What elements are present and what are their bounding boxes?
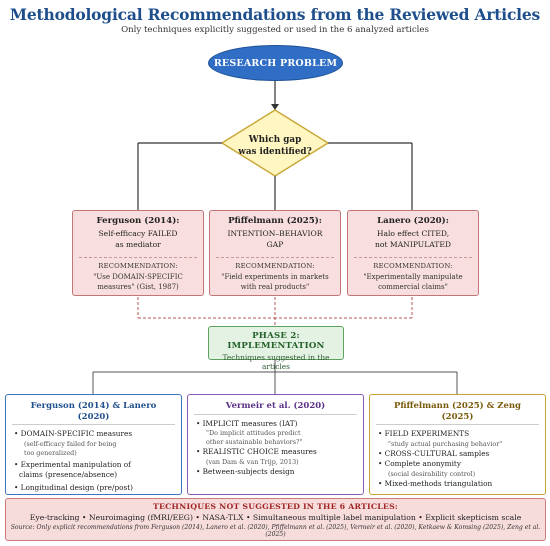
recommendation-label: RECOMMENDATION: <box>98 262 178 270</box>
problem-divider <box>216 257 334 258</box>
phase-2-box: PHASE 2: IMPLEMENTATION Techniques sugge… <box>208 326 344 371</box>
technique-item: • IMPLICIT measures (IAT) <box>196 418 298 428</box>
problem-divider <box>79 257 197 258</box>
technique-item: • Complete anonymity <box>378 459 461 468</box>
recommendation-quote-2: with real products" <box>240 283 310 291</box>
recommendation-label: RECOMMENDATION: <box>373 262 453 270</box>
phase-title: PHASE 2: IMPLEMENTATION <box>227 331 325 351</box>
technique-box-title: Vermeir et al. (2020) <box>225 401 326 411</box>
problem-box-pfiffelmann: Pfiffelmann (2025): INTENTION–BEHAVIOR G… <box>209 210 341 296</box>
technique-item: • CROSS-CULTURAL samples <box>378 448 490 458</box>
problem-divider <box>354 257 472 258</box>
problem-line-2: not MANIPULATED <box>374 240 451 249</box>
recommendation-quote-1: "Experimentally manipulate <box>363 273 463 281</box>
arrowhead-decision <box>271 104 279 110</box>
technique-note: "study actual purchasing behavior" <box>388 439 503 448</box>
recommendation-quote-1: "Field experiments in markets <box>221 273 329 281</box>
technique-item: • Longitudinal design (pre/post) <box>14 482 134 492</box>
recommendation-label: RECOMMENDATION: <box>235 262 315 270</box>
research-problem-node: RESEARCH PROBLEM <box>208 45 343 81</box>
technique-box-vermeir: Vermeir et al. (2020) • IMPLICIT measure… <box>187 394 364 495</box>
technique-divider <box>12 424 175 425</box>
phase-subtitle: Techniques suggested in the articles <box>222 353 330 371</box>
decision-line-2: was identified? <box>238 147 312 157</box>
recommendation-quote-2: commercial claims" <box>378 283 448 291</box>
decision-line-1: Which gap <box>248 135 302 145</box>
recommendation-quote-1: "Use DOMAIN-SPECIFIC <box>93 273 183 281</box>
not-suggested-box: TECHNIQUES NOT SUGGESTED IN THE 6 ARTICL… <box>5 498 546 541</box>
recommendation-quote-2: measures" (Gist, 1987) <box>97 283 179 291</box>
technique-item: • DOMAIN-SPECIFIC measures <box>14 429 133 438</box>
technique-box-ferguson-lanero: Ferguson (2014) & Lanero (2020) • DOMAIN… <box>5 394 182 495</box>
technique-divider <box>194 413 357 415</box>
problem-box-lanero: Lanero (2020): Halo effect CITED, not MA… <box>347 210 479 296</box>
not-suggested-list: Eye-tracking • Neuroimaging (fMRI/EEG) •… <box>29 513 522 522</box>
problem-line-2: as mediator <box>115 240 161 249</box>
technique-item: • Between-subjects design <box>196 466 295 476</box>
problem-line-1: Halo effect CITED, <box>376 229 450 238</box>
problem-title: Lanero (2020): <box>377 216 449 226</box>
technique-note: "Do implicit attitudes predict <box>206 429 301 437</box>
technique-item: • Experimental manipulation of <box>14 459 131 469</box>
technique-item: • FIELD EXPERIMENTS <box>378 429 470 438</box>
technique-note: other sustainable behaviors?" <box>206 438 303 446</box>
not-suggested-title: TECHNIQUES NOT SUGGESTED IN THE 6 ARTICL… <box>153 502 398 511</box>
technique-box-title: Pfiffelmann (2025) & Zeng (2025) <box>393 401 522 422</box>
problem-title: Pfiffelmann (2025): <box>228 216 322 226</box>
problem-line-2: GAP <box>266 240 284 249</box>
research-problem-label: RESEARCH PROBLEM <box>213 57 338 69</box>
source-note: Source: Only explicit recommendations fr… <box>10 524 541 538</box>
technique-note: (social desirability control) <box>388 469 476 478</box>
problem-line-1: Self-efficacy FAILED <box>98 229 178 238</box>
technique-note: (van Dam & van Trijp, 2013) <box>206 457 299 466</box>
technique-box-pfiffelmann-zeng: Pfiffelmann (2025) & Zeng (2025) • FIELD… <box>369 394 546 495</box>
problem-title: Ferguson (2014): <box>96 216 180 226</box>
technique-item: • REALISTIC CHOICE measures <box>196 447 317 456</box>
technique-note: too generalized) <box>24 448 77 457</box>
technique-item-continued: claims (presence/absence) <box>19 470 118 479</box>
technique-divider <box>376 424 539 425</box>
technique-note: (self-efficacy failed for being <box>24 439 117 448</box>
page-subtitle: Only techniques explicitly suggested or … <box>121 25 429 35</box>
decision-label: Which gap was identified? <box>230 134 320 158</box>
page-title: Methodological Recommendations from the … <box>9 5 541 24</box>
problem-line-1: INTENTION–BEHAVIOR <box>227 229 323 238</box>
technique-box-title: Ferguson (2014) & Lanero (2020) <box>30 401 157 422</box>
problem-box-ferguson: Ferguson (2014): Self-efficacy FAILED as… <box>72 210 204 296</box>
technique-item: • Mixed-methods triangulation <box>378 478 493 488</box>
